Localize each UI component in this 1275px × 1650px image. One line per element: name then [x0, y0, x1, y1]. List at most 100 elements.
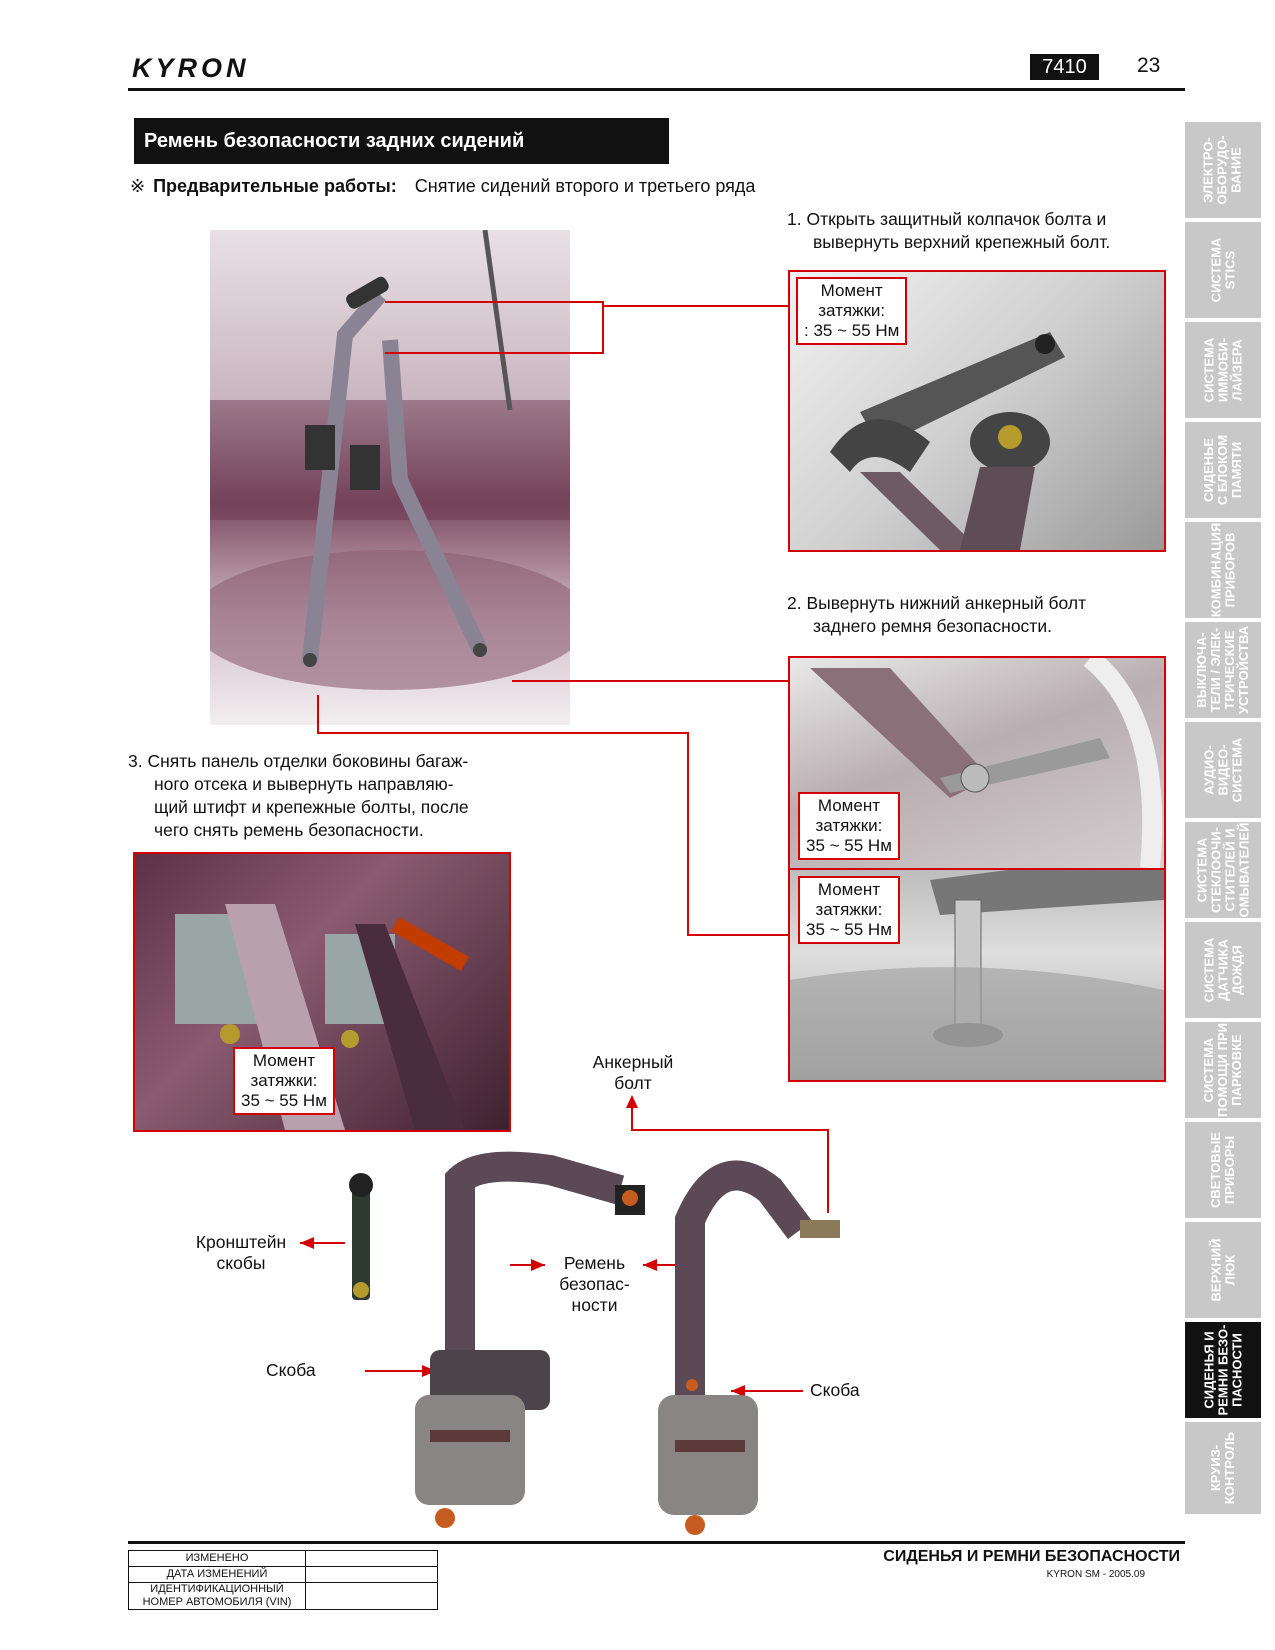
clip-label-right: Скоба — [810, 1380, 860, 1400]
torque-label: Момент — [820, 281, 883, 300]
chapter-tab[interactable]: СИСТЕМА ДАТЧИКА ДОЖДЯ — [1185, 922, 1261, 1018]
chapter-tab-label: СИСТЕМА ИММОБИ- ЛАЙЗЕРА — [1200, 337, 1244, 403]
seatbelt-label-line-3: ности — [571, 1295, 618, 1315]
chapter-tab[interactable]: АУДИО- ВИДЕО- СИСТЕМА — [1185, 722, 1261, 818]
chapter-tab-label: КОМБИНАЦИЯ ПРИБОРОВ — [1208, 522, 1237, 618]
bracket-part — [349, 1173, 373, 1300]
header-rule — [128, 88, 1185, 91]
changed-label: ИЗМЕНЕНО — [128, 1550, 306, 1567]
chapter-tab-label: СИСТЕМА ДАТЧИКА ДОЖДЯ — [1200, 937, 1244, 1003]
chapter-tab-label: СИСТЕМА ПОМОЩИ ПРИ ПАРКОВКЕ — [1201, 1023, 1244, 1117]
section-code: 7410 — [1030, 54, 1099, 80]
step-2: 2. Вывернуть нижний анкерный болт заднег… — [787, 592, 1167, 638]
step-2-line-2: заднего ремня безопасности. — [813, 616, 1052, 636]
prerequisite-text: Снятие сидений второго и третьего ряда — [414, 176, 756, 196]
footer-rule — [128, 1541, 1185, 1544]
chapter-tab[interactable]: ВЫКЛЮЧА- ТЕЛИ / ЭЛЕК- ТРИЧЕСКИЕ УСТРОЙСТ… — [1185, 622, 1261, 718]
torque-value: 35 ~ 55 Нм — [806, 920, 892, 939]
chapter-tab[interactable]: СИСТЕМА ИММОБИ- ЛАЙЗЕРА — [1185, 322, 1261, 418]
chapter-tab[interactable]: СИСТЕМА ПОМОЩИ ПРИ ПАРКОВКЕ — [1185, 1022, 1261, 1118]
chapter-tab-label: СИСТЕМА STICS — [1207, 237, 1237, 303]
torque-label: Момент — [817, 796, 880, 815]
prerequisite: ※ Предварительные работы: Снятие сидений в… — [130, 176, 755, 197]
footer-subtitle: KYRON SM - 2005.09 — [1046, 1569, 1145, 1580]
clip-label-left: Скоба — [266, 1360, 316, 1380]
torque-value: 35 ~ 55 Нм — [806, 836, 892, 855]
step-1: 1. Открыть защитный колпачок болта и выв… — [787, 208, 1167, 254]
bracket-label: Кронштейн скобы — [186, 1232, 296, 1274]
section-title: Ремень безопасности задних сидений — [134, 118, 669, 164]
chapter-tab-label: ЭЛЕКТРО- ОБОРУДО- ВАНИЕ — [1200, 135, 1244, 205]
torque-label: Момент — [817, 880, 880, 899]
chapter-tab-label: СИСТЕМА СТЕКЛООЧИ- СТИТЕЛЕЙ И ОМЫВАТЕЛЕЙ — [1194, 822, 1251, 918]
chapter-tab[interactable]: СИДЕНЬЕ С БЛОКОМ ПАМЯТИ — [1185, 422, 1261, 518]
chapter-tab-label: СИДЕНЬЕ С БЛОКОМ ПАМЯТИ — [1200, 434, 1244, 506]
torque-callout-2: Момент затяжки: 35 ~ 55 Нм — [798, 792, 900, 860]
seatbelt-installed-illustration — [210, 230, 570, 690]
change-date-value[interactable] — [305, 1566, 438, 1583]
anchor-bolt-label-line-1: Анкерный — [592, 1052, 674, 1072]
torque-callout-1: Момент затяжки: : 35 ~ 55 Нм — [796, 277, 908, 345]
chapter-tab[interactable]: СИСТЕМА STICS — [1185, 222, 1261, 318]
upper-bolt-illustration — [830, 332, 1065, 550]
anchor-bolt-label: Анкерный болт — [583, 1052, 683, 1094]
torque-label: затяжки: — [815, 816, 883, 835]
anchor-bolt-label-line-2: болт — [614, 1073, 652, 1093]
chapter-tab-label: КРУИЗ- КОНТРОЛЬ — [1207, 1431, 1237, 1505]
step-3-line-3: щий штифт и крепежные болты, после — [154, 797, 469, 817]
torque-callout-4: Момент затяжки: 35 ~ 55 Нм — [233, 1047, 335, 1115]
step-3: 3. Снять панель отделки боковины багаж- … — [128, 750, 513, 842]
torque-label: затяжки: — [250, 1071, 318, 1090]
page-number: 23 — [1137, 54, 1161, 77]
seatbelt-installed-photo — [210, 230, 570, 725]
prerequisite-label: Предварительные работы: — [153, 176, 397, 196]
trim-panel-photo: Момент затяжки: 35 ~ 55 Нм — [133, 852, 511, 1132]
step-3-line-2: ного отсека и вывернуть направляю- — [154, 774, 454, 794]
brand-logo: KYRON — [132, 53, 250, 83]
chapter-tab[interactable]: ВЕРХНИЙ ЛЮК — [1185, 1222, 1261, 1318]
chapter-tab[interactable]: СИСТЕМА СТЕКЛООЧИ- СТИТЕЛЕЙ И ОМЫВАТЕЛЕЙ — [1185, 822, 1261, 918]
chapter-tab-label: ВЫКЛЮЧА- ТЕЛИ / ЭЛЕК- ТРИЧЕСКИЕ УСТРОЙСТ… — [1194, 625, 1251, 715]
lower-anchor-illustration — [810, 658, 1163, 868]
bracket-label-line-1: Кронштейн — [195, 1232, 287, 1252]
seatbelt-label-line-1: Ремень — [563, 1253, 626, 1273]
chapter-tab[interactable]: СВЕТОВЫЕ ПРИБОРЫ — [1185, 1122, 1261, 1218]
right-seatbelt-part — [658, 1160, 840, 1535]
chapter-tab-label: СВЕТОВЫЕ ПРИБОРЫ — [1208, 1132, 1237, 1208]
chapter-tab[interactable]: СИДЕНЬЯ И РЕМНИ БЕЗО- ПАСНОСТИ — [1185, 1322, 1261, 1418]
upper-bolt-photo: Момент затяжки: : 35 ~ 55 Нм — [788, 270, 1166, 552]
chapter-tab[interactable]: КРУИЗ- КОНТРОЛЬ — [1185, 1422, 1261, 1514]
revision-row: ДАТА ИЗМЕНЕНИЙ — [128, 1566, 438, 1583]
revision-row: ИЗМЕНЕНО — [128, 1550, 438, 1567]
revision-table: ИЗМЕНЕНО ДАТА ИЗМЕНЕНИЙ ИДЕНТИФИКАЦИОННЫ… — [128, 1550, 438, 1610]
torque-value: : 35 ~ 55 Нм — [804, 321, 900, 340]
step-3-line-1: 3. Снять панель отделки боковины багаж- — [128, 751, 469, 771]
step-1-line-2: вывернуть верхний крепежный болт. — [813, 232, 1111, 252]
vin-label-line-2: НОМЕР АВТОМОБИЛЯ (VIN) — [142, 1596, 292, 1608]
note-symbol: ※ — [130, 176, 146, 196]
chapter-tab-label: СИДЕНЬЯ И РЕМНИ БЕЗО- ПАСНОСТИ — [1201, 1324, 1245, 1416]
torque-value: 35 ~ 55 Нм — [241, 1091, 327, 1110]
chapter-tab[interactable]: ЭЛЕКТРО- ОБОРУДО- ВАНИЕ — [1185, 122, 1261, 218]
changed-value[interactable] — [305, 1550, 438, 1567]
change-date-label: ДАТА ИЗМЕНЕНИЙ — [128, 1566, 306, 1583]
chapter-tab[interactable]: КОМБИНАЦИЯ ПРИБОРОВ — [1185, 522, 1261, 618]
vin-label-line-1: ИДЕНТИФИКАЦИОННЫЙ — [150, 1583, 284, 1595]
chapter-tab-label: АУДИО- ВИДЕО- СИСТЕМА — [1200, 737, 1244, 803]
vin-value[interactable] — [305, 1582, 438, 1610]
socket-wrench-illustration — [790, 870, 1164, 1080]
lower-anchor-photo-bottom: Момент затяжки: 35 ~ 55 Нм — [788, 868, 1166, 1082]
torque-label: Момент — [252, 1051, 315, 1070]
footer-title: СИДЕНЬЯ И РЕМНИ БЕЗОПАСНОСТИ — [883, 1548, 1180, 1565]
bracket-label-line-2: скобы — [216, 1253, 266, 1273]
left-seatbelt-part — [415, 1151, 645, 1528]
step-2-line-1: 2. Вывернуть нижний анкерный болт — [787, 593, 1087, 613]
seatbelt-label-line-2: безопас- — [559, 1274, 630, 1294]
chapter-tab-label: ВЕРХНИЙ ЛЮК — [1207, 1238, 1237, 1302]
torque-label: затяжки: — [815, 900, 883, 919]
lower-anchor-photo-top: Момент затяжки: 35 ~ 55 Нм — [788, 656, 1166, 870]
seatbelt-components-illustration — [349, 1151, 840, 1535]
